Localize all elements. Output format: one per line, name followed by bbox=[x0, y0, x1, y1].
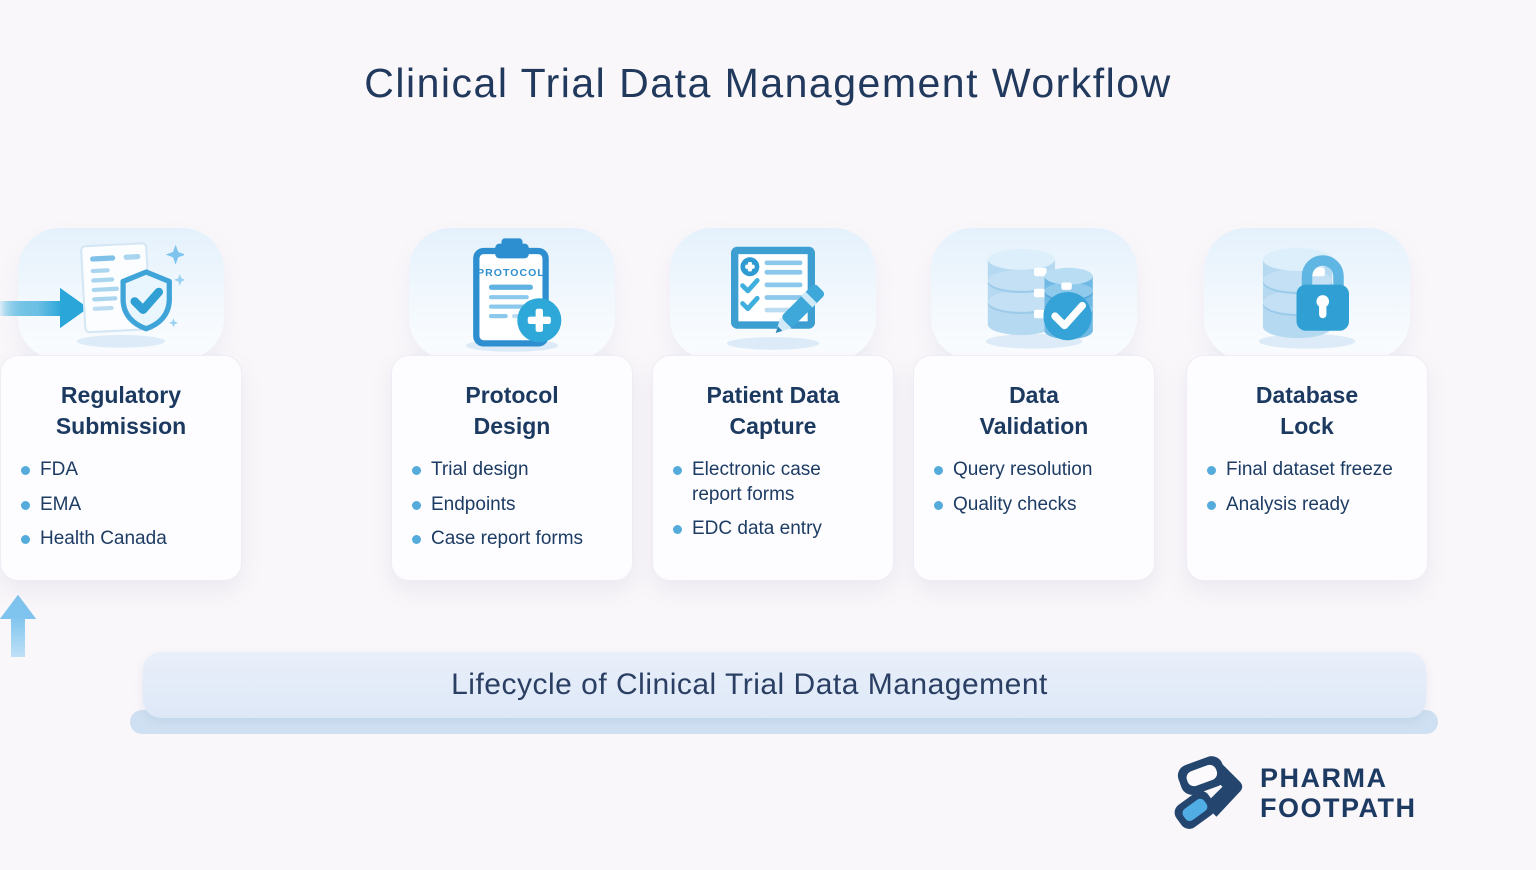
bullet-item: Trial design bbox=[412, 458, 632, 483]
stage-regulatory-submission: Regulatory Submission FDA EMA Health Can… bbox=[0, 228, 242, 588]
bullet-dot bbox=[673, 466, 682, 476]
stage-card: Protocol Design Trial design Endpoints C… bbox=[391, 355, 633, 581]
database-check-icon bbox=[971, 230, 1097, 356]
bullet-list: Final dataset freeze Analysis ready bbox=[1187, 458, 1427, 517]
bullet-item: Health Canada bbox=[21, 527, 241, 552]
bullet-dot bbox=[1207, 466, 1216, 476]
stage-title: Protocol Design bbox=[465, 382, 559, 440]
brand-logo: PHARMA FOOTPATH bbox=[1168, 748, 1416, 839]
bullet-item: Final dataset freeze bbox=[1207, 458, 1427, 483]
arrow-tail bbox=[11, 617, 25, 657]
pharma-footpath-logo-mark-icon bbox=[1168, 748, 1246, 839]
bullet-dot bbox=[412, 500, 421, 510]
stage-data-validation: Data Validation Query resolution Quality… bbox=[913, 228, 1155, 588]
stage-card: Regulatory Submission FDA EMA Health Can… bbox=[0, 355, 242, 581]
stage-card: Data Validation Query resolution Quality… bbox=[913, 355, 1155, 581]
bullet-item: Quality checks bbox=[934, 493, 1154, 518]
bullet-dot bbox=[1207, 500, 1216, 510]
arrow-tail bbox=[0, 301, 62, 316]
svg-text:PROTOCOL: PROTOCOL bbox=[477, 267, 545, 279]
stage-title: Database Lock bbox=[1255, 382, 1359, 440]
stage-patient-data-capture: Patient Data Capture Electronic case rep… bbox=[652, 228, 894, 588]
bullet-dot bbox=[934, 500, 943, 510]
bullet-item: EDC data entry bbox=[673, 517, 893, 542]
bullet-dot bbox=[412, 535, 421, 545]
bullet-item: Electronic case report forms bbox=[673, 458, 893, 507]
stage-title: Data Validation bbox=[979, 382, 1089, 440]
bullet-item: Endpoints bbox=[412, 493, 632, 518]
bullet-list: Trial design Endpoints Case report forms bbox=[392, 458, 632, 552]
stage-card: Patient Data Capture Electronic case rep… bbox=[652, 355, 894, 581]
case-report-form-icon bbox=[710, 230, 836, 356]
page-title: Clinical Trial Data Management Workflow bbox=[364, 60, 1172, 106]
bullet-item: EMA bbox=[21, 493, 241, 518]
stage-title: Patient Data Capture bbox=[706, 382, 840, 440]
bullet-dot bbox=[21, 500, 30, 510]
bullet-list: Query resolution Quality checks bbox=[914, 458, 1154, 517]
bullet-dot bbox=[21, 466, 30, 476]
logo-line-2: FOOTPATH bbox=[1260, 792, 1417, 823]
bullet-item: FDA bbox=[21, 458, 241, 483]
stage-protocol-design: PROTOCOL Protocol Design Trial design En… bbox=[391, 228, 633, 588]
bullet-dot bbox=[934, 466, 943, 476]
bullet-dot bbox=[21, 535, 30, 545]
database-lock-icon bbox=[1244, 230, 1370, 356]
bullet-item: Case report forms bbox=[412, 527, 632, 552]
stage-database-lock: Database Lock Final dataset freeze Analy… bbox=[1186, 228, 1428, 588]
lifecycle-arrow-up-5 bbox=[0, 595, 36, 657]
bullet-list: FDA EMA Health Canada bbox=[1, 458, 241, 552]
lifecycle-bar: Lifecycle of Clinical Trial Data Managem… bbox=[143, 652, 1426, 718]
stage-card: Database Lock Final dataset freeze Analy… bbox=[1186, 355, 1428, 581]
bullet-dot bbox=[673, 525, 682, 535]
bullet-item: Analysis ready bbox=[1207, 493, 1427, 518]
document-shield-icon bbox=[58, 230, 186, 356]
arrow-head-icon bbox=[0, 595, 36, 619]
logo-line-1: PHARMA bbox=[1260, 762, 1388, 793]
bullet-list: Electronic case report forms EDC data en… bbox=[653, 458, 893, 542]
protocol-clipboard-icon: PROTOCOL bbox=[449, 230, 575, 356]
stage-title: Regulatory Submission bbox=[55, 382, 187, 440]
logo-text: PHARMA FOOTPATH bbox=[1260, 762, 1417, 823]
bullet-dot bbox=[412, 466, 421, 476]
bullet-item: Query resolution bbox=[934, 458, 1154, 483]
lifecycle-bar-label: Lifecycle of Clinical Trial Data Managem… bbox=[451, 668, 1048, 701]
